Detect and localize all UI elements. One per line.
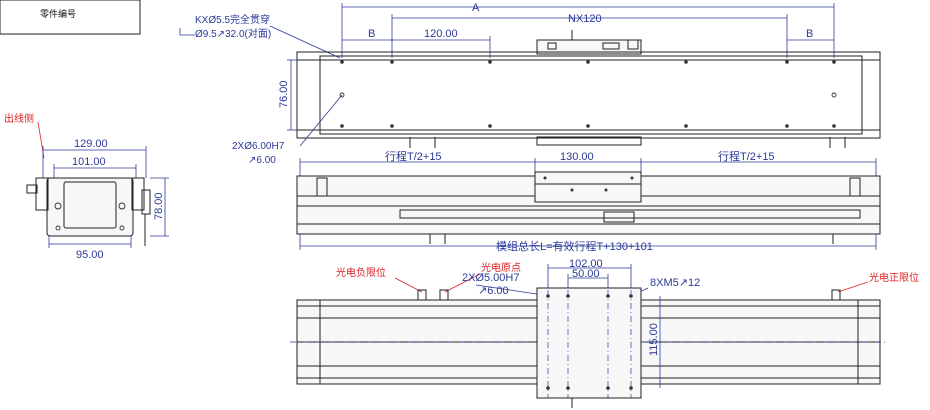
dim-B-left: B [368,28,375,40]
dim-stroke-right: 行程T/2+15 [718,150,775,163]
dim-side-height: 78.00 [153,192,165,220]
kx-hole-note-2: Ø9.5↗32.0(对面) [195,27,271,40]
plan-view: 光电负限位 光电原点 光电正限位 2XØ5.00H7 ↗6.00 102.00 … [290,258,919,408]
title-block: 零件编号 [0,0,141,35]
dim-B-right: B [806,28,813,40]
title-block-text: 零件编号 [40,8,76,20]
pos-limit-label: 光电正限位 [869,271,919,284]
dim-side-inner: 101.00 [72,156,106,168]
dim-carriage-len: 130.00 [560,151,594,163]
front-view: 行程T/2+15 130.00 行程T/2+15 模组总长L=有效行程T+130… [296,150,881,253]
dim-pitch: 120.00 [424,28,458,40]
pin-hole-note-2: ↗6.00 [248,155,276,166]
mounting-holes [339,60,837,128]
dim-carriage-115: 115.00 [648,323,660,356]
dim-side-outer: 129.00 [74,138,108,150]
top-view: A NX120 B 120.00 B KXØ5.5完全贯穿 Ø9.5↗32.0(… [179,2,881,166]
kx-hole-note-1: KXØ5.5完全贯穿 [195,13,270,26]
carriage-pin-note-1: 2XØ5.00H7 [462,272,519,284]
carriage-pin-note-2: ↗6.00 [478,285,509,297]
dim-carriage-50: 50.00 [572,268,600,280]
origin-label: 光电原点 [481,261,521,274]
dim-NX120: NX120 [568,13,602,25]
end-view: 出线侧 129.00 101.00 95.00 78.00 [4,112,169,261]
dim-A: A [472,2,480,14]
pin-hole-note-1: 2XØ6.00H7 [232,141,285,152]
dim-height: 76.00 [278,80,290,108]
dim-total-length: 模组总长L=有效行程T+130+101 [496,239,653,253]
plan-carriage [536,287,642,399]
dim-stroke-left: 行程T/2+15 [385,150,442,163]
cable-side-label: 出线侧 [4,112,34,125]
end-view-body [46,177,134,237]
dim-side-base: 95.00 [76,249,104,261]
front-carriage [534,171,642,203]
carriage-thread-note: 8XM5↗12 [650,277,700,289]
neg-limit-label: 光电负限位 [336,266,386,279]
dim-carriage-102: 102.00 [569,258,603,270]
